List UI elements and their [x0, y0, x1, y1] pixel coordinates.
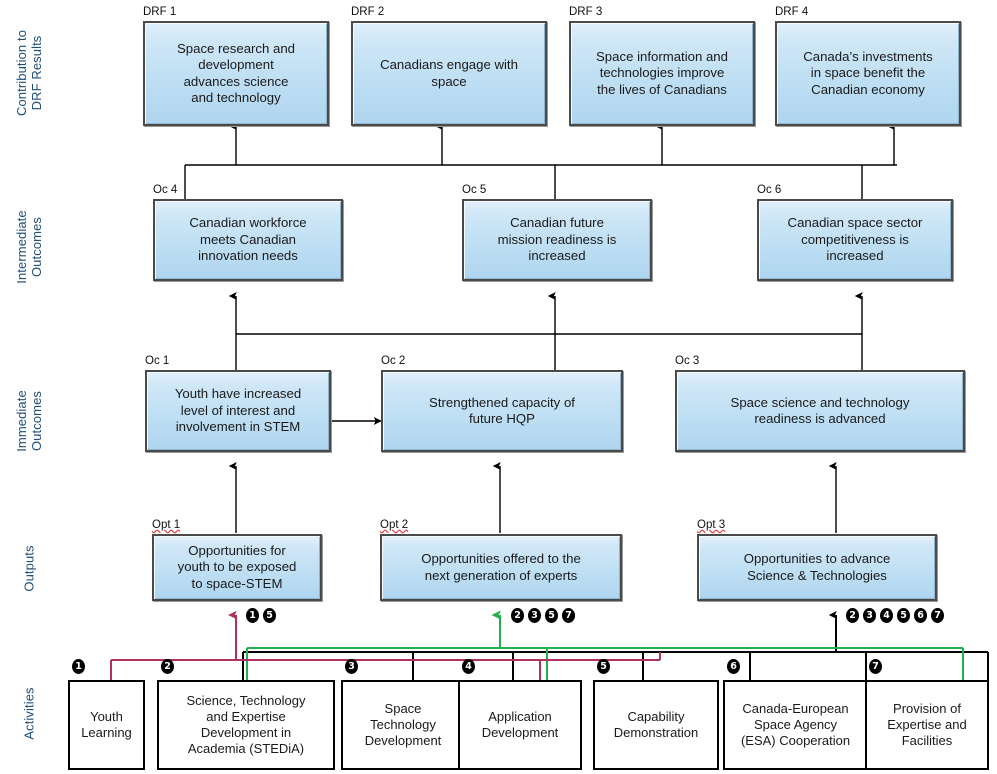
badge-activity-5: 5: [897, 608, 910, 623]
badge-number-activity-5: 5: [597, 659, 610, 674]
caption-drf-4: DRF 4: [775, 6, 809, 18]
row-label-intermediate: Intermediate Outcomes: [14, 210, 44, 284]
badge-activity-4: 4: [880, 608, 893, 623]
node-oc-4[interactable]: Canadian workforce meets Canadian innova…: [153, 199, 343, 281]
node-activity-6-text: Canada-European Space Agency (ESA) Coope…: [740, 701, 851, 748]
row-label-activities: Activities: [21, 687, 37, 740]
node-drf-1-text: Space research and development advances …: [176, 40, 296, 106]
node-opt-1[interactable]: Opportunities for youth to be exposed to…: [152, 534, 322, 601]
row-label-outputs: Outputs: [21, 545, 37, 592]
node-activity-6[interactable]: Canada-European Space Agency (ESA) Coope…: [723, 680, 868, 770]
node-oc-1-text: Youth have increased level of interest a…: [174, 386, 302, 435]
badge-activity-5: 5: [263, 608, 276, 623]
node-oc-5-text: Canadian future mission readiness is inc…: [497, 215, 617, 264]
badge-activity-3: 3: [863, 608, 876, 623]
node-activity-7[interactable]: Provision of Expertise and Facilities: [865, 680, 989, 770]
node-activity-1-text: Youth Learning: [81, 709, 132, 740]
node-opt-3[interactable]: Opportunities to advance Science & Techn…: [697, 534, 937, 601]
badge-number-activity-6: 6: [727, 659, 740, 674]
node-oc-2-text: Strengthened capacity of future HQP: [429, 394, 575, 427]
caption-oc-5: Oc 5: [462, 184, 487, 196]
row-label-contribution: Contribution to DRF Results: [14, 29, 44, 117]
caption-oc-6: Oc 6: [757, 184, 782, 196]
node-oc-3[interactable]: Space science and technology readiness i…: [675, 370, 965, 452]
caption-opt-3: Opt 3: [697, 519, 726, 531]
node-oc-2[interactable]: Strengthened capacity of future HQP: [381, 370, 623, 452]
badges-opt-3: 2 3 4 5 6 7: [846, 608, 944, 623]
node-drf-4-text: Canada’s investments in space benefit th…: [803, 48, 933, 97]
node-activity-4-text: Application Development: [481, 709, 559, 740]
node-drf-3[interactable]: Space information and technologies impro…: [569, 21, 755, 126]
node-drf-2-text: Canadians engage with space: [380, 57, 518, 89]
node-activity-1[interactable]: Youth Learning: [68, 680, 145, 770]
caption-drf-3: DRF 3: [569, 6, 603, 18]
caption-drf-1: DRF 1: [143, 6, 177, 18]
caption-opt-2: Opt 2: [380, 519, 409, 531]
node-opt-2-text: Opportunities offered to the next genera…: [421, 551, 581, 583]
row-label-immediate: Immediate Outcomes: [14, 390, 44, 452]
node-oc-5[interactable]: Canadian future mission readiness is inc…: [462, 199, 652, 281]
badge-activity-3: 3: [528, 608, 541, 623]
node-oc-6[interactable]: Canadian space sector competitiveness is…: [757, 199, 953, 281]
node-opt-3-text: Opportunities to advance Science & Techn…: [743, 551, 891, 583]
node-activity-2-text: Science, Technology and Expertise Develo…: [186, 693, 306, 756]
node-activity-7-text: Provision of Expertise and Facilities: [887, 701, 967, 748]
node-activity-5-text: Capability Demonstration: [613, 709, 699, 740]
node-drf-1[interactable]: Space research and development advances …: [143, 21, 329, 126]
badge-activity-6: 6: [914, 608, 927, 623]
caption-oc-4: Oc 4: [153, 184, 178, 196]
badge-number-activity-1: 1: [72, 659, 85, 674]
node-activity-2[interactable]: Science, Technology and Expertise Develo…: [157, 680, 335, 770]
badges-opt-2: 2 3 5 7: [511, 608, 575, 623]
node-drf-4[interactable]: Canada’s investments in space benefit th…: [775, 21, 961, 126]
node-oc-1[interactable]: Youth have increased level of interest a…: [145, 370, 331, 452]
badge-activity-2: 2: [846, 608, 859, 623]
node-activity-4[interactable]: Application Development: [458, 680, 582, 770]
caption-oc-2: Oc 2: [381, 355, 406, 367]
badge-activity-5: 5: [545, 608, 558, 623]
node-activity-3-text: Space Technology Development: [364, 701, 442, 748]
badge-number-activity-2: 2: [161, 659, 174, 674]
badge-number-activity-4: 4: [462, 659, 475, 674]
node-oc-3-text: Space science and technology readiness i…: [730, 394, 910, 427]
badge-activity-2: 2: [511, 608, 524, 623]
badge-activity-7: 7: [931, 608, 944, 623]
node-activity-5[interactable]: Capability Demonstration: [593, 680, 719, 770]
caption-drf-2: DRF 2: [351, 6, 385, 18]
node-opt-1-text: Opportunities for youth to be exposed to…: [177, 542, 297, 591]
badge-activity-7: 7: [562, 608, 575, 623]
node-drf-3-text: Space information and technologies impro…: [596, 48, 728, 97]
caption-oc-1: Oc 1: [145, 355, 170, 367]
node-oc-4-text: Canadian workforce meets Canadian innova…: [189, 215, 307, 264]
node-oc-6-text: Canadian space sector competitiveness is…: [787, 215, 923, 264]
node-drf-2[interactable]: Canadians engage with space: [351, 21, 547, 126]
badge-activity-1: 1: [246, 608, 259, 623]
node-activity-3[interactable]: Space Technology Development: [341, 680, 465, 770]
badges-opt-1: 1 5: [246, 608, 276, 623]
caption-oc-3: Oc 3: [675, 355, 700, 367]
badge-number-activity-7: 7: [869, 659, 882, 674]
node-opt-2[interactable]: Opportunities offered to the next genera…: [380, 534, 622, 601]
badge-number-activity-3: 3: [345, 659, 358, 674]
caption-opt-1: Opt 1: [152, 519, 181, 531]
